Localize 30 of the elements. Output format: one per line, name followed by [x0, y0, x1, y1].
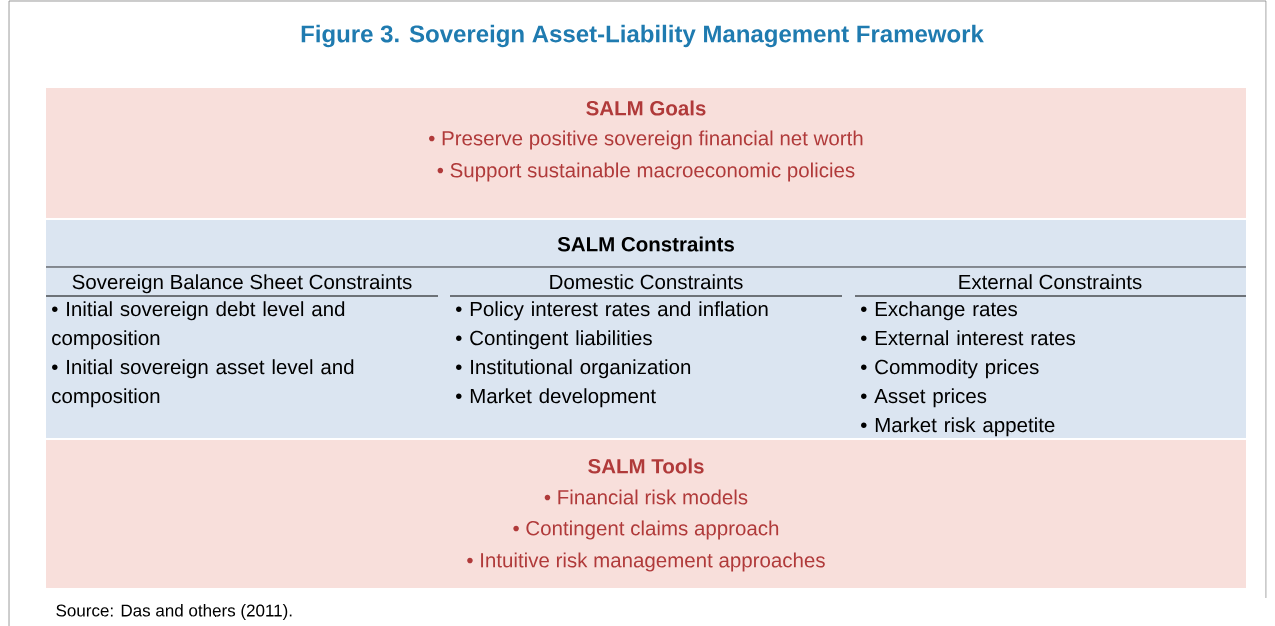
bullet-item: • Preserve positive sovereign financial net worth: [429, 130, 863, 150]
bullet-item: • Market development: [456, 388, 656, 408]
bullet-item: • Initial sovereign debt level and composition: [52, 301, 345, 350]
bullet-item: • Financial risk models: [544, 489, 748, 505]
band-heading: SALM Goals: [586, 100, 706, 116]
bullet-item: • Commodity prices: [861, 359, 1039, 379]
bullet-item: • Contingent claims approach: [513, 520, 779, 540]
bullet-item: • Market risk appetite: [861, 417, 1055, 437]
bullet-item: • Policy interest rates and inflation: [456, 301, 768, 321]
bullet-item: • External interest rates: [861, 330, 1076, 346]
column: [449, 274, 843, 408]
column: [45, 274, 439, 408]
band-heading: SALM Tools: [588, 458, 704, 474]
bullet-item: • Initial sovereign asset level and composition: [52, 359, 354, 408]
column-heading: Domestic Constraints: [550, 274, 743, 290]
bullet-item: • Support sustainable macroeconomic policies: [437, 162, 855, 182]
figure-title: Figure 3. Sovereign Asset-Liability Management Framework: [301, 24, 984, 48]
column-heading: External Constraints: [959, 274, 1142, 290]
column-heading: Sovereign Balance Sheet Constraints: [72, 274, 412, 294]
bullet-item: • Exchange rates: [861, 301, 1017, 321]
band-heading: SALM Constraints: [557, 236, 734, 252]
band: [46, 220, 1246, 438]
bullet-item: • Contingent liabilities: [456, 330, 652, 350]
bullet-item: • Intuitive risk management approaches: [467, 552, 825, 572]
source-note: Source: Das and others (2011).: [56, 604, 292, 620]
band: [46, 88, 1246, 218]
bullet-item: • Asset prices: [861, 388, 987, 408]
bullet-item: • Institutional organization: [456, 359, 691, 379]
band: [46, 440, 1246, 588]
column: [854, 274, 1247, 437]
